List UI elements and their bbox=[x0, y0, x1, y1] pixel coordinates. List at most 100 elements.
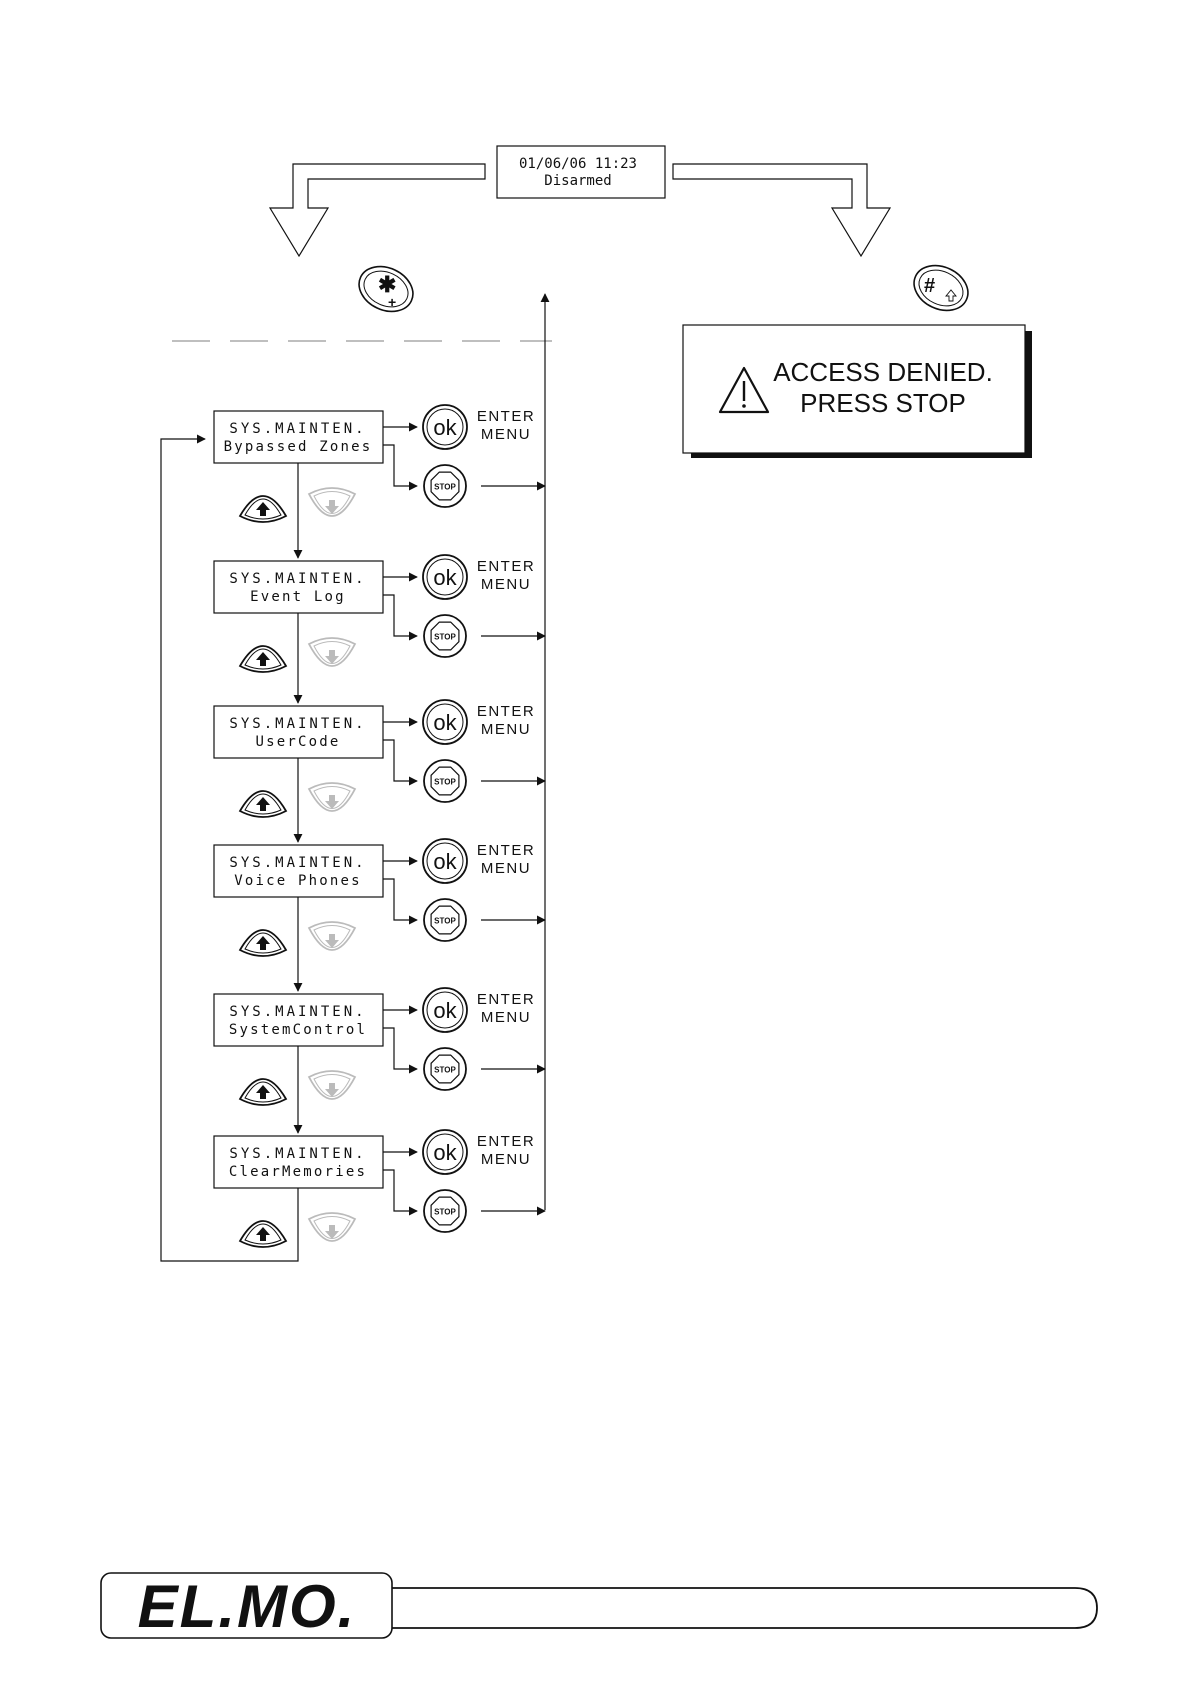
enter-menu-label-line2: MENU bbox=[481, 1151, 531, 1168]
stop-key-label: STOP bbox=[434, 483, 456, 492]
menu-item-title: SYS.MAINTEN. bbox=[229, 421, 366, 437]
enter-menu-label-line1: ENTER bbox=[477, 558, 535, 575]
ok-key[interactable]: ok bbox=[422, 1129, 468, 1175]
stop-key-label: STOP bbox=[434, 1066, 456, 1075]
enter-menu-label-line2: MENU bbox=[481, 860, 531, 877]
enter-menu-label-line2: MENU bbox=[481, 576, 531, 593]
stop-octagon-icon bbox=[430, 471, 460, 501]
down-arrow-key-icon bbox=[325, 650, 339, 664]
stop-key[interactable]: STOP bbox=[423, 464, 467, 508]
menu-item-label: ClearMemories bbox=[229, 1164, 367, 1180]
lcd-display bbox=[213, 1135, 384, 1189]
menu-item-title: SYS.MAINTEN. bbox=[229, 1004, 366, 1020]
menu-item-title: SYS.MAINTEN. bbox=[229, 716, 366, 732]
footer-bar bbox=[392, 1587, 1098, 1629]
arrow-to-stop bbox=[383, 444, 418, 491]
ok-key-label: ok bbox=[433, 710, 457, 735]
stop-key-label: STOP bbox=[434, 778, 456, 787]
status-state: Disarmed bbox=[544, 173, 611, 189]
ok-key[interactable]: ok bbox=[422, 987, 468, 1033]
enter-menu-label-line1: ENTER bbox=[477, 842, 535, 859]
stop-octagon-icon bbox=[430, 1054, 460, 1084]
down-key[interactable] bbox=[307, 637, 357, 667]
up-arrow-key-icon bbox=[256, 652, 270, 666]
stop-octagon-icon bbox=[430, 1196, 460, 1226]
ok-key[interactable]: ok bbox=[422, 699, 468, 745]
lcd-display bbox=[213, 705, 384, 759]
down-arrow-key-icon bbox=[325, 500, 339, 514]
arrow-to-stop bbox=[383, 739, 418, 786]
stop-octagon-icon bbox=[430, 766, 460, 796]
menu-item-title: SYS.MAINTEN. bbox=[229, 855, 366, 871]
ok-key-label: ok bbox=[433, 415, 457, 440]
down-key[interactable] bbox=[307, 782, 357, 812]
menu-item-label: Voice Phones bbox=[234, 873, 362, 889]
up-key[interactable] bbox=[238, 929, 288, 957]
hash-shift-key-icon: # bbox=[924, 275, 935, 297]
arrow-to-stop bbox=[383, 878, 418, 925]
arrow-to-stop bbox=[383, 1169, 418, 1216]
ok-key[interactable]: ok bbox=[422, 838, 468, 884]
lcd-display bbox=[213, 844, 384, 898]
footer-brand: EL.MO. bbox=[100, 1572, 1098, 1640]
stop-key-label: STOP bbox=[434, 917, 456, 926]
access-denied-panel: ACCESS DENIED. PRESS STOP bbox=[682, 324, 1032, 458]
arrow-to-stop bbox=[383, 594, 418, 641]
status-display: 01/06/06 11:23 Disarmed bbox=[496, 145, 666, 199]
menu-item-title: SYS.MAINTEN. bbox=[229, 1146, 366, 1162]
hash-key[interactable]: # bbox=[907, 257, 976, 319]
up-arrow-key-icon bbox=[256, 502, 270, 516]
lcd-display bbox=[213, 993, 384, 1047]
down-arrow-key-icon bbox=[325, 1083, 339, 1097]
stop-key[interactable]: STOP bbox=[423, 759, 467, 803]
stop-key[interactable]: STOP bbox=[423, 1047, 467, 1091]
stop-octagon-icon bbox=[430, 905, 460, 935]
down-key[interactable] bbox=[307, 921, 357, 951]
stop-key[interactable]: STOP bbox=[423, 898, 467, 942]
ok-key[interactable]: ok bbox=[422, 554, 468, 600]
up-arrow-key-icon bbox=[256, 797, 270, 811]
ok-key-label: ok bbox=[433, 998, 457, 1023]
up-key[interactable] bbox=[238, 645, 288, 673]
enter-menu-label-line1: ENTER bbox=[477, 408, 535, 425]
warning-triangle-icon bbox=[718, 366, 770, 414]
branch-arrow-left bbox=[268, 163, 486, 258]
stop-key[interactable]: STOP bbox=[423, 1189, 467, 1233]
menu-item-label: SystemControl bbox=[229, 1022, 367, 1038]
down-arrow-key-icon bbox=[325, 1225, 339, 1239]
up-key[interactable] bbox=[238, 1220, 288, 1248]
access-denied-line1: ACCESS DENIED. bbox=[773, 357, 993, 387]
menu-item-title: SYS.MAINTEN. bbox=[229, 571, 366, 587]
star-key[interactable]: ✱ + bbox=[352, 258, 421, 320]
lcd-display bbox=[213, 410, 384, 464]
branch-arrow-right bbox=[672, 163, 892, 258]
up-key[interactable] bbox=[238, 790, 288, 818]
down-arrow-key-icon bbox=[325, 795, 339, 809]
menu-item-label: UserCode bbox=[255, 734, 340, 750]
down-key[interactable] bbox=[307, 1212, 357, 1242]
svg-text:+: + bbox=[388, 294, 396, 310]
stop-key[interactable]: STOP bbox=[423, 614, 467, 658]
up-key[interactable] bbox=[238, 1078, 288, 1106]
up-arrow-key-icon bbox=[256, 936, 270, 950]
ok-key-label: ok bbox=[433, 565, 457, 590]
up-arrow-key-icon bbox=[256, 1227, 270, 1241]
stop-octagon-icon bbox=[430, 621, 460, 651]
ok-key-label: ok bbox=[433, 1140, 457, 1165]
down-key[interactable] bbox=[307, 487, 357, 517]
brand-logo: EL.MO. bbox=[138, 1573, 357, 1640]
ok-key[interactable]: ok bbox=[422, 404, 468, 450]
enter-menu-label-line1: ENTER bbox=[477, 1133, 535, 1150]
logo-box bbox=[100, 1572, 393, 1639]
down-key[interactable] bbox=[307, 1070, 357, 1100]
enter-menu-label-line1: ENTER bbox=[477, 991, 535, 1008]
access-denied-line2: PRESS STOP bbox=[800, 388, 966, 418]
up-key[interactable] bbox=[238, 495, 288, 523]
up-arrow-key-icon bbox=[256, 1085, 270, 1099]
